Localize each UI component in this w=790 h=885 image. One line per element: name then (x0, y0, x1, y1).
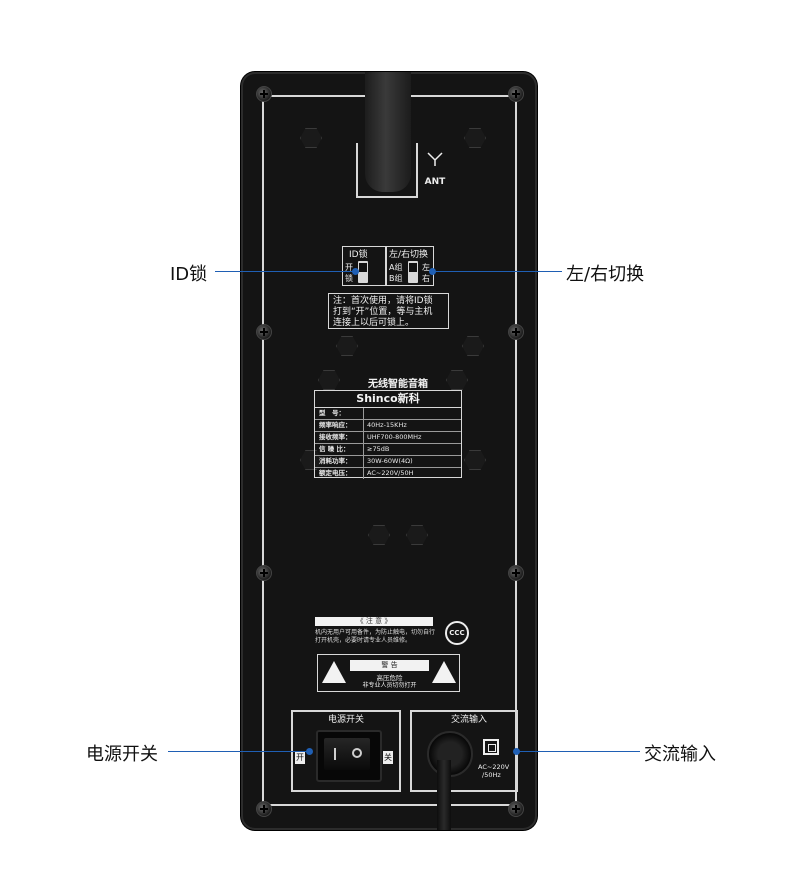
exclamation-warning-icon (432, 661, 456, 683)
screw-icon (256, 801, 272, 817)
ac-input-title: 交流输入 (448, 712, 491, 725)
spec-value: 40Hz-15KHz (367, 421, 407, 429)
hex-bolt-icon (406, 525, 428, 545)
spec-table: Shinco新科 型 号： 频率响应：40Hz-15KHz 接收频率：UHF70… (314, 390, 462, 479)
lr-switch-b-label: B组 (389, 274, 403, 283)
antenna-label: ANT (424, 177, 446, 187)
lr-switch[interactable] (408, 261, 418, 283)
screw-icon (256, 565, 272, 581)
usage-note: 注：首次使用，请将ID锁 打到“开”位置，等与主机 连接上以后可锁上。 (328, 293, 449, 329)
lr-switch-a-label: A组 (389, 263, 403, 272)
id-lock-switch-frame (342, 246, 386, 286)
hex-bolt-icon (300, 128, 322, 148)
antenna-frame (356, 143, 418, 198)
spec-key: 额定电压： (315, 468, 364, 479)
power-switch-title: 电源开关 (325, 712, 368, 725)
power-on-label: 开 (295, 751, 305, 764)
power-cable (437, 760, 451, 830)
screw-icon (508, 324, 524, 340)
screw-icon (256, 324, 272, 340)
spec-value: 30W-60W(4Ω) (367, 457, 413, 465)
callout-line (516, 751, 640, 752)
spec-value: ≥75dB (367, 445, 390, 453)
hex-bolt-icon (336, 336, 358, 356)
callout-lr-switch: 左/右切换 (566, 264, 645, 285)
power-rocker-switch[interactable] (316, 730, 382, 782)
hex-bolt-icon (464, 450, 486, 470)
callout-dot (306, 748, 313, 755)
spec-row: 额定电压：AC~220V/50H (315, 468, 461, 479)
spec-key: 消耗功率： (315, 456, 364, 467)
hex-bolt-icon (318, 370, 340, 390)
lr-switch-right-label: 右 (422, 274, 430, 283)
screw-icon (508, 86, 524, 102)
product-title: 无线智能音箱 (368, 379, 428, 390)
id-lock-switch[interactable] (358, 261, 368, 283)
spec-value (364, 408, 367, 419)
callout-dot (352, 268, 359, 275)
ac-spec: /50Hz (482, 771, 501, 779)
spec-value: AC~220V/50H (367, 469, 414, 477)
callout-line (432, 271, 562, 272)
warning-heading: 警 告 (350, 660, 429, 671)
spec-key: 频率响应： (315, 420, 364, 431)
antenna-icon (427, 152, 443, 166)
warning-text: 高压危险 (376, 674, 403, 682)
note-line: 注：首次使用，请将ID锁 (333, 296, 433, 306)
rocker-face (324, 738, 370, 770)
hex-bolt-icon (368, 525, 390, 545)
screw-icon (508, 565, 524, 581)
screw-icon (508, 801, 524, 817)
spec-row: 型 号： (315, 408, 461, 420)
id-lock-lock-label: 锁 (345, 274, 353, 283)
callout-ac-input: 交流输入 (644, 744, 716, 765)
high-voltage-icon (322, 661, 346, 683)
callout-dot (513, 748, 520, 755)
spec-key: 型 号： (315, 408, 364, 419)
callout-id-lock: ID锁 (170, 264, 208, 285)
screw-icon (256, 86, 272, 102)
lr-switch-left-label: 左 (422, 263, 430, 272)
power-on-mark-icon (334, 748, 336, 760)
spec-row: 接收频率：UHF700-800MHz (315, 432, 461, 444)
spec-row: 消耗功率：30W-60W(4Ω) (315, 456, 461, 468)
hex-bolt-icon (462, 336, 484, 356)
note-line: 连接上以后可锁上。 (333, 318, 415, 328)
callout-dot (429, 268, 436, 275)
brand-name: Shinco新科 (315, 391, 461, 408)
note-line: 打到“开”位置，等与主机 (333, 307, 433, 317)
ac-spec: AC~220V (478, 763, 510, 771)
caution-bar: 《 注 意 》 (315, 617, 433, 626)
lr-switch-frame (386, 246, 434, 286)
speaker-back-panel (241, 72, 537, 830)
ccc-certification-icon: CCC (445, 621, 469, 645)
callout-line (215, 271, 355, 272)
hex-bolt-icon (464, 128, 486, 148)
spec-value: UHF700-800MHz (367, 433, 422, 441)
callout-line (168, 751, 308, 752)
antenna[interactable] (365, 72, 411, 192)
id-lock-title: ID锁 (349, 250, 368, 260)
warning-text: 非专业人员切勿打开 (362, 682, 417, 689)
id-lock-on-label: 开 (345, 263, 353, 272)
high-voltage-warning: 警 告 高压危险 非专业人员切勿打开 (317, 654, 460, 692)
power-off-mark-icon (352, 748, 362, 758)
spec-key: 信 噪 比： (315, 444, 364, 455)
spec-row: 频率响应：40Hz-15KHz (315, 420, 461, 432)
spec-key: 接收频率： (315, 432, 364, 443)
spec-row: 信 噪 比：≥75dB (315, 444, 461, 456)
caution-note: 机内无用户可用备件，为防止触电，切勿自行打开机壳，必要时请专业人员维修。 (315, 629, 436, 644)
callout-power-switch: 电源开关 (86, 744, 158, 765)
double-insulation-icon (483, 739, 499, 755)
lr-switch-title: 左/右切换 (389, 250, 429, 260)
power-off-label: 关 (383, 751, 393, 764)
hex-bolt-icon (446, 370, 468, 390)
